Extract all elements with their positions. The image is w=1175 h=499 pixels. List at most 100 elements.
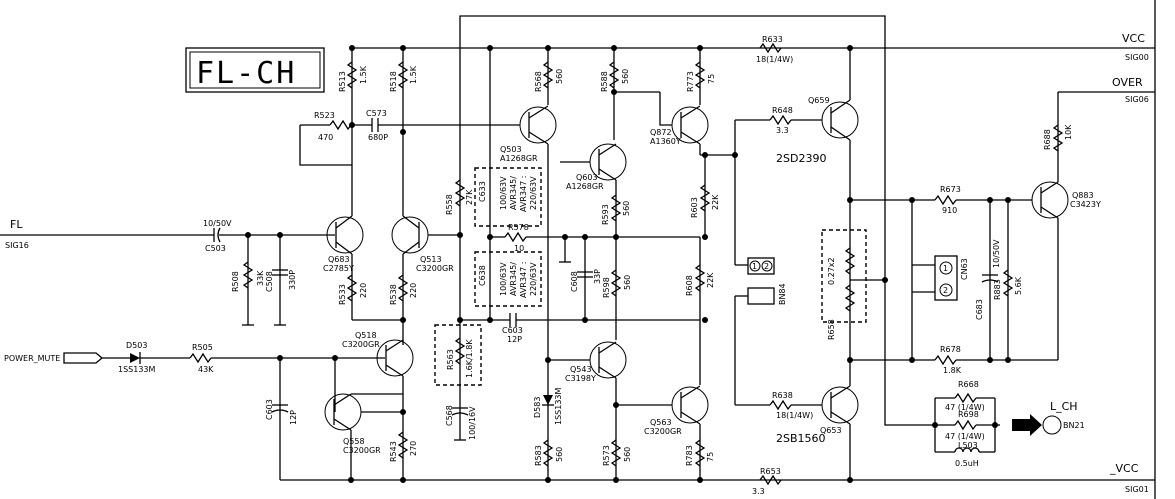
r573-ref: R573 — [602, 445, 611, 466]
q513-ref: Q683 — [328, 255, 350, 264]
cap-boxes: C633 100/63V AVR345/ AVR347 : 220/63V C6… — [460, 167, 700, 344]
c508-ref: C508 — [265, 271, 274, 292]
c503-value: 10/50V — [203, 219, 232, 228]
c568-value: 12P — [289, 410, 298, 425]
r598-ref: R598 — [602, 277, 611, 298]
r518-value: 1.5K — [409, 65, 418, 84]
q872-ref: Q872 — [650, 128, 672, 137]
r883-ref: R883 — [993, 279, 1002, 300]
r568-ref: R568 — [534, 71, 543, 92]
predriver-top: R568 560 Q503 A1268GR R588 560 Q603 A126… — [500, 45, 738, 363]
r668-ref: R668 — [958, 380, 979, 389]
r508-value: 33K — [256, 270, 265, 286]
r633-ref: R633 — [762, 35, 783, 44]
q503-ref: Q503 — [500, 145, 522, 154]
q503-part: A1268GR — [500, 154, 538, 163]
q872-part: A1360Y — [650, 137, 681, 146]
q518-part: C3200GR — [416, 264, 454, 273]
c683-value: 10/50V — [992, 239, 1001, 268]
c508-value: 330P — [288, 270, 297, 290]
title-box: FL-CH — [185, 47, 325, 93]
lch-label: L_CH — [1050, 400, 1078, 413]
r698-value: 47 (1/4W) — [945, 432, 985, 441]
r773-value: 75 — [707, 74, 716, 84]
c568-ref: C603 — [265, 399, 274, 420]
c633-value: 100/63V — [499, 176, 508, 210]
c573-ref: C573 — [366, 109, 387, 118]
r608-value: 22K — [706, 272, 715, 288]
r658-value: 0.27x2 — [827, 257, 836, 285]
c633-alt-1: AVR345/ — [509, 176, 518, 210]
r598-value: 560 — [623, 275, 632, 290]
vas-section: R558 27K R563 1.6K/1.8K C568 100/16V — [434, 45, 493, 441]
q558-ref: Q518 — [355, 331, 377, 340]
r773-ref: R773 — [686, 71, 695, 92]
c633-alt-3: 220/63V — [529, 176, 538, 210]
rails: VCC SIG00 OVER SIG06 _VCC SIG01 — [280, 0, 1156, 499]
r533-value: 220 — [359, 283, 368, 298]
r698-ref: R698 — [958, 410, 979, 419]
r883-value: 5.6K — [1014, 276, 1023, 295]
r505-ref: R505 — [192, 343, 213, 352]
nvcc-sig: SIG01 — [1125, 485, 1149, 494]
q543-ref: Q558 — [343, 437, 365, 446]
r678-ref: R678 — [940, 345, 961, 354]
vcc-label: VCC — [1122, 32, 1145, 45]
r783-ref: R783 — [685, 445, 694, 466]
r668-value: 47 (1/4W) — [945, 403, 985, 412]
diff-pair: Q683 C2785Y Q513 C3200GR R513 1.5K R518 … — [299, 45, 520, 345]
output-bottom: R638 18(1/4W) Q653 2SB1560 R653 3.3 0.27… — [735, 229, 888, 496]
r518-ref: R518 — [389, 71, 398, 92]
vcc-sig: SIG00 — [1125, 53, 1149, 62]
l503-ref: L503 — [958, 441, 978, 450]
q683-ref: Q883 — [1072, 191, 1094, 200]
q513-part: C2785Y — [323, 264, 354, 273]
c563-value: 100/16V — [468, 406, 477, 440]
r573-value: 560 — [623, 447, 632, 462]
r593-ref: R593 — [601, 204, 610, 225]
r653-value: 18(1/4W) — [776, 411, 813, 420]
q653-part: 2SB1560 — [776, 432, 826, 445]
l503-value: 0.5uH — [955, 459, 979, 468]
r513-ref: R513 — [338, 71, 347, 92]
c638-value: 100/63V — [499, 262, 508, 296]
q543-part: C3200GR — [343, 446, 381, 455]
c608-value: 33P — [593, 269, 602, 284]
r653-ref: R638 — [772, 391, 793, 400]
c503-ref: C503 — [205, 244, 226, 253]
r538-ref: R538 — [389, 284, 398, 305]
c638-alt-2: AVR347 : — [519, 262, 528, 299]
title-text: FL-CH — [196, 56, 296, 91]
r608-ref: R608 — [685, 275, 694, 296]
r588-value: 560 — [621, 69, 630, 84]
r558-value: 27K — [465, 189, 474, 205]
r583-value: 560 — [555, 447, 564, 462]
r523-value: 470 — [318, 133, 333, 142]
cn63-pin1: 1 — [943, 264, 948, 273]
c683-ref: C683 — [975, 299, 984, 320]
c638-alt-1: AVR345/ — [509, 262, 518, 296]
q883-part: C3200GR — [644, 427, 682, 436]
bn84-pin2: 2 — [764, 262, 769, 271]
r563-ref: R563 — [446, 349, 455, 370]
r638-ref: R653 — [760, 467, 781, 476]
c633-ref: C633 — [478, 181, 487, 202]
q518-ref: Q513 — [420, 255, 442, 264]
nvcc-label: _VCC — [1109, 462, 1139, 475]
q653-ref: Q653 — [820, 426, 842, 435]
bn84-ref: BN84 — [778, 283, 787, 305]
r603-value: 22K — [711, 194, 720, 210]
fl-port-sig: SIG16 — [5, 241, 29, 250]
r543-value: 270 — [409, 441, 418, 456]
output-network: R668 47 (1/4W) R698 47 (1/4W) L503 0.5uH… — [932, 380, 1085, 468]
r513-value: 1.5K — [359, 65, 368, 84]
r538-value: 220 — [409, 283, 418, 298]
mute-section: POWER_MUTE D503 1SS133M R505 43K C603 12… — [4, 331, 418, 483]
r673-value: 910 — [942, 206, 957, 215]
r678-value: 1.8K — [943, 366, 962, 375]
c608-ref: C608 — [570, 271, 579, 292]
over-label: OVER — [1112, 76, 1143, 89]
r603-ref: R603 — [690, 197, 699, 218]
cn63-ref: CN63 — [960, 258, 969, 280]
